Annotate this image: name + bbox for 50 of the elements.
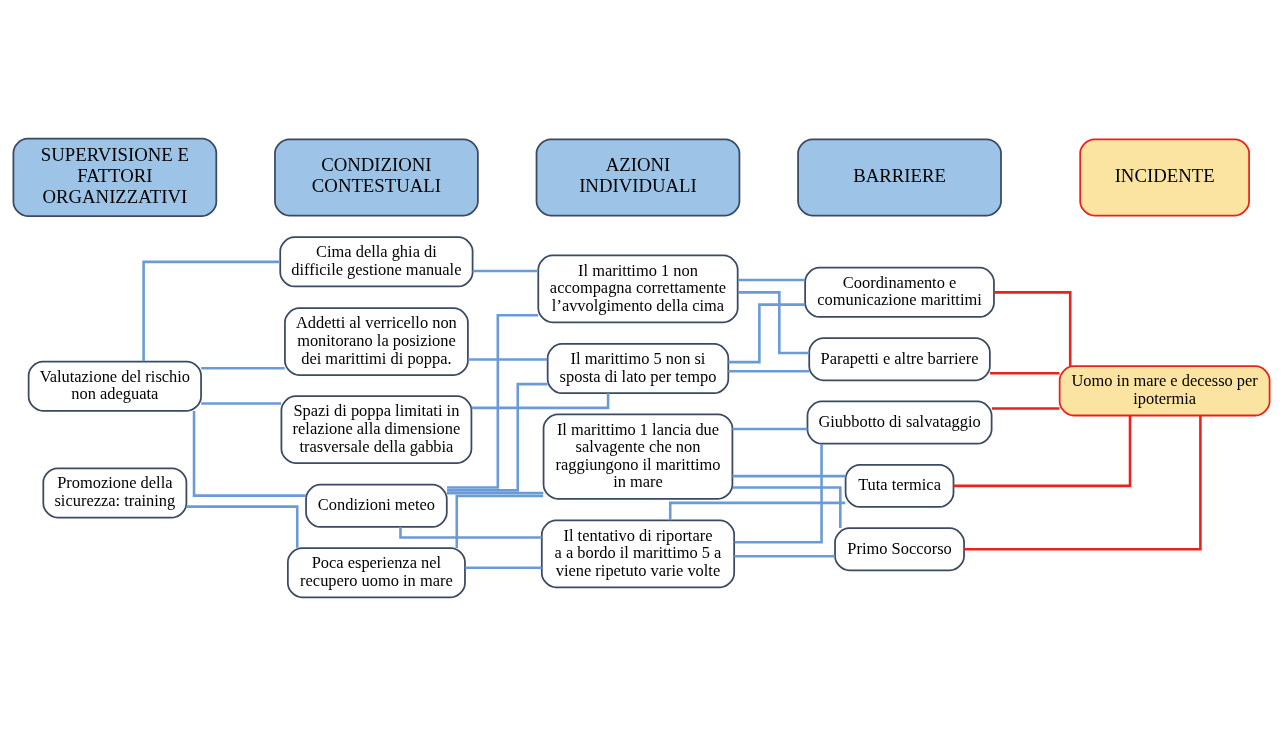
node-box: Condizioni meteo — [305, 483, 448, 528]
node-box: Spazi di poppa limitati in relazione alla dimensione trasversale della gabbia — [280, 395, 473, 464]
node-box: Valutazione del rischio non adeguata — [27, 360, 202, 412]
connector — [201, 367, 285, 370]
node-box: Giubbotto di salvataggio — [806, 400, 993, 445]
connector — [991, 407, 1060, 410]
connector — [192, 411, 306, 497]
node-box: INCIDENTE — [1079, 138, 1250, 217]
node-box: BARRIERE — [797, 138, 1002, 217]
connector — [201, 402, 282, 405]
node-box: Uomo in mare e decesso per ipotermia — [1058, 365, 1271, 417]
node-box: Il marittimo 5 non si sposta di lato per tempo — [546, 343, 730, 395]
connector — [732, 474, 846, 478]
node-box: Parapetti e altre barriere — [808, 337, 991, 382]
node-box: Primo Soccorso — [834, 527, 965, 572]
node-box: Promozione della sicurezza: training — [42, 467, 188, 519]
connector — [738, 291, 810, 355]
connector — [471, 393, 610, 410]
node-box: Coordinamento e comunicazione marittimi — [804, 266, 995, 318]
connector — [472, 269, 538, 273]
node-box: Il marittimo 1 non accompagna correttamente l’avvolgimento della cima — [537, 254, 739, 324]
connector — [964, 415, 1202, 551]
connector — [465, 566, 542, 569]
connector — [953, 415, 1132, 488]
connector — [990, 372, 1060, 375]
connector — [142, 260, 281, 362]
connector — [994, 291, 1072, 366]
connector — [446, 491, 544, 495]
node-box: SUPERVISIONE E FATTORI ORGANIZZATIVI — [12, 137, 218, 217]
node-box: Tuta termica — [844, 463, 955, 508]
node-box: Il tentativo di riportare a a bordo il marittimo 5 a viene ripetuto varie volte — [540, 519, 736, 589]
connector — [728, 303, 805, 364]
connector — [734, 554, 835, 558]
node-box: Cima della ghia di difficile gestione manuale — [279, 236, 474, 288]
connector — [447, 313, 538, 489]
node-box: Il marittimo 1 lancia due salvagente che non raggiungono il marittimo in mare — [542, 413, 734, 500]
connector — [728, 369, 810, 373]
node-box: Addetti al verricello non monitorano la posizione dei marittimi di poppa. — [284, 307, 469, 376]
node-box: AZIONI INDIVIDUALI — [535, 138, 741, 217]
connector — [732, 486, 842, 528]
connector — [399, 527, 542, 539]
connector — [734, 443, 823, 544]
connector — [738, 278, 805, 282]
connector — [186, 505, 299, 548]
node-box: CONDIZIONI CONTESTUALI — [274, 138, 479, 217]
node-box: Poca esperienza nel recupero uomo in mare — [287, 547, 466, 599]
connector — [732, 427, 808, 431]
connector — [447, 382, 548, 492]
connector — [455, 494, 544, 548]
connector — [468, 358, 548, 361]
